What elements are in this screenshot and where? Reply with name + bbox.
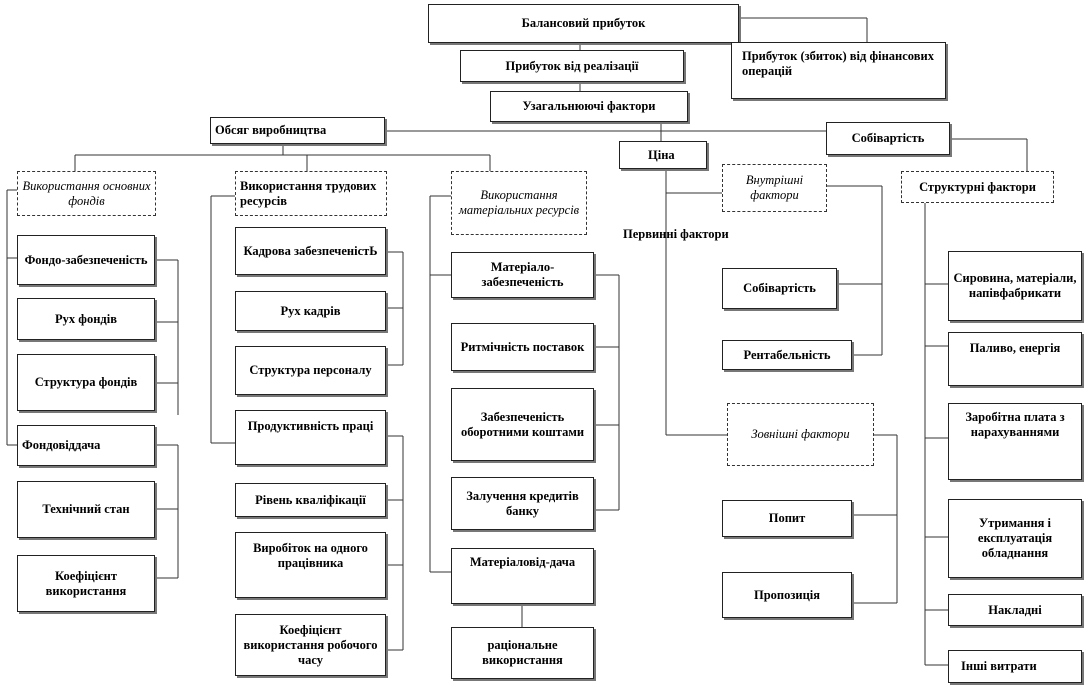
- fixed-assets-item: Технічний стан: [17, 481, 155, 538]
- balance-profit-box: Балансовий прибуток: [428, 4, 739, 43]
- price-box: Ціна: [619, 141, 707, 169]
- external-item: Попит: [722, 500, 852, 537]
- labor-item: Кадрова забезпеченістЬ: [235, 227, 386, 275]
- fin-ops-profit-box: Прибуток (збиток) від фінансових операці…: [731, 42, 946, 99]
- structural-item: Утримання і експлуатація обладнання: [948, 499, 1082, 578]
- external-item: Пропозиція: [722, 572, 852, 618]
- structural-item: Накладні: [948, 594, 1082, 626]
- materials-item: Ритмічність поставок: [451, 323, 594, 371]
- fixed-assets-item: Рух фондів: [17, 298, 155, 340]
- external-factors-header: Зовнішні фактори: [727, 403, 874, 466]
- fixed-assets-item: Структура фондів: [17, 354, 155, 411]
- sales-profit-box: Прибуток від реалізації: [460, 50, 684, 82]
- structural-item: Заробітна плата з нарахуваннями: [948, 403, 1082, 480]
- labor-item: Рівень кваліфікації: [235, 483, 386, 517]
- internal-factors-header: Внутрішні фактори: [722, 164, 827, 212]
- materials-item: Залучення кредитів банку: [451, 477, 594, 530]
- internal-item: Рентабельність: [722, 340, 852, 370]
- primary-factors-label: Первинні фактори: [623, 227, 729, 241]
- structural-item: Інші витрати: [948, 650, 1082, 683]
- general-factors-box: Узагальнюючі фактори: [490, 91, 688, 122]
- structural-item: Сировина, матеріали, напівфабрикати: [948, 251, 1082, 321]
- materials-item: Забезпеченість оборотними коштами: [451, 388, 594, 461]
- labor-item: Структура персоналу: [235, 346, 386, 395]
- materials-item: Матеріало-забезпеченість: [451, 252, 594, 298]
- materials-item: Матеріаловід-дача: [451, 548, 594, 604]
- fixed-assets-item: Фондо-забезпеченість: [17, 235, 155, 285]
- internal-item: Собівартість: [722, 268, 837, 309]
- fixed-assets-header: Використання основних фондів: [17, 171, 156, 216]
- production-volume-box: Обсяг виробництва: [210, 117, 385, 144]
- fixed-assets-item: Коефіцієнт використання: [17, 555, 155, 612]
- labor-item: Коефіцієнт використання робочого часу: [235, 614, 386, 676]
- fixed-assets-item: Фондовіддача: [17, 425, 155, 466]
- materials-item: раціональне використання: [451, 627, 594, 679]
- labor-header: Використання трудових ресурсів: [235, 171, 387, 216]
- materials-header: Використання матеріальних ресурсів: [451, 171, 587, 235]
- structural-factors-header: Структурні фактори: [901, 171, 1054, 203]
- structural-item: Паливо, енергія: [948, 332, 1082, 386]
- cost-price-box: Собівартість: [826, 122, 950, 155]
- labor-item: Рух кадрів: [235, 291, 386, 331]
- labor-item: Виробіток на одного працівника: [235, 532, 386, 598]
- labor-item: Продуктивність праці: [235, 410, 386, 465]
